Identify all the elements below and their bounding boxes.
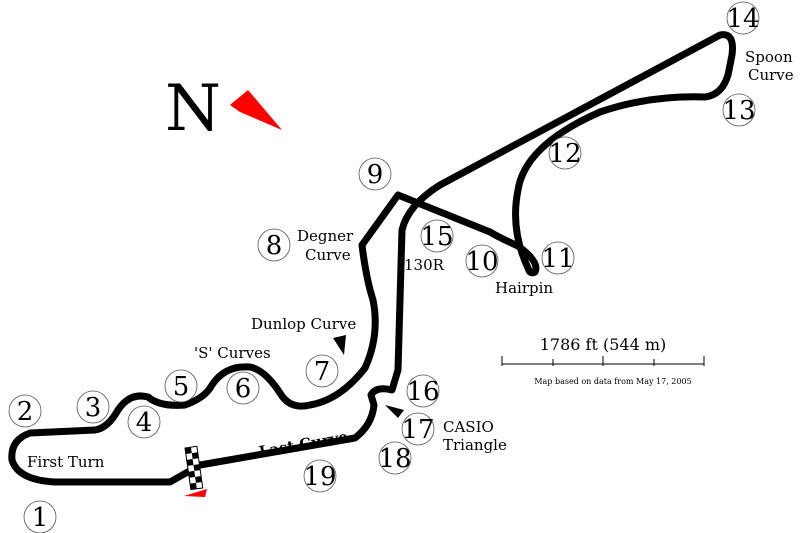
turn-14: 14	[726, 4, 759, 34]
turn-10: 10	[465, 247, 498, 277]
label-first-turn: First Turn	[27, 453, 105, 471]
label-hairpin: Hairpin	[495, 279, 553, 297]
dunlop-pointer-icon	[333, 335, 346, 355]
label-spoon-line2: Curve	[748, 66, 794, 84]
label-last-curve: Last Curve	[258, 428, 350, 461]
turn-15: 15	[420, 222, 453, 252]
turn-8: 8	[266, 231, 283, 261]
label-degner-line2: Curve	[305, 246, 351, 264]
label-130r: 130R	[404, 256, 445, 274]
direction-arrow-icon	[184, 489, 207, 497]
casio-pointer-icon	[385, 405, 404, 418]
turn-5: 5	[173, 372, 190, 402]
label-casio-line1: CASIO	[443, 418, 494, 436]
turn-4: 4	[136, 408, 153, 438]
label-s-curves: 'S' Curves	[194, 344, 271, 362]
turn-19: 19	[303, 462, 336, 492]
turn-1: 1	[32, 503, 49, 533]
label-degner-line1: Degner	[297, 227, 354, 245]
turn-2: 2	[17, 397, 34, 427]
turn-7: 7	[314, 357, 331, 387]
track-outline	[8, 31, 736, 486]
north-label: N	[165, 72, 221, 146]
data-note: Map based on data from May 17, 2005	[534, 377, 691, 386]
turn-9: 9	[367, 160, 384, 190]
turn-11: 11	[541, 244, 574, 274]
turn-6: 6	[235, 374, 252, 404]
label-casio-line2: Triangle	[443, 436, 507, 454]
turn-13: 13	[722, 96, 755, 126]
turn-3: 3	[85, 393, 102, 423]
label-dunlop-curve: Dunlop Curve	[251, 315, 356, 333]
scale-label: 1786 ft (544 m)	[540, 335, 667, 354]
scale-bar: 1786 ft (544 m) Map based on data from M…	[501, 335, 705, 386]
label-spoon-line1: Spoon	[745, 48, 793, 66]
turn-16: 16	[406, 377, 439, 407]
turn-markers: 1 2 3 4 5 6 7 8 9 10 11 12 13 14 15 16 1…	[8, 1, 760, 533]
turn-17: 17	[401, 415, 434, 445]
north-arrow-icon	[230, 90, 282, 130]
turn-12: 12	[548, 139, 581, 169]
turn-18: 18	[378, 444, 411, 474]
start-finish-flag	[184, 445, 204, 491]
